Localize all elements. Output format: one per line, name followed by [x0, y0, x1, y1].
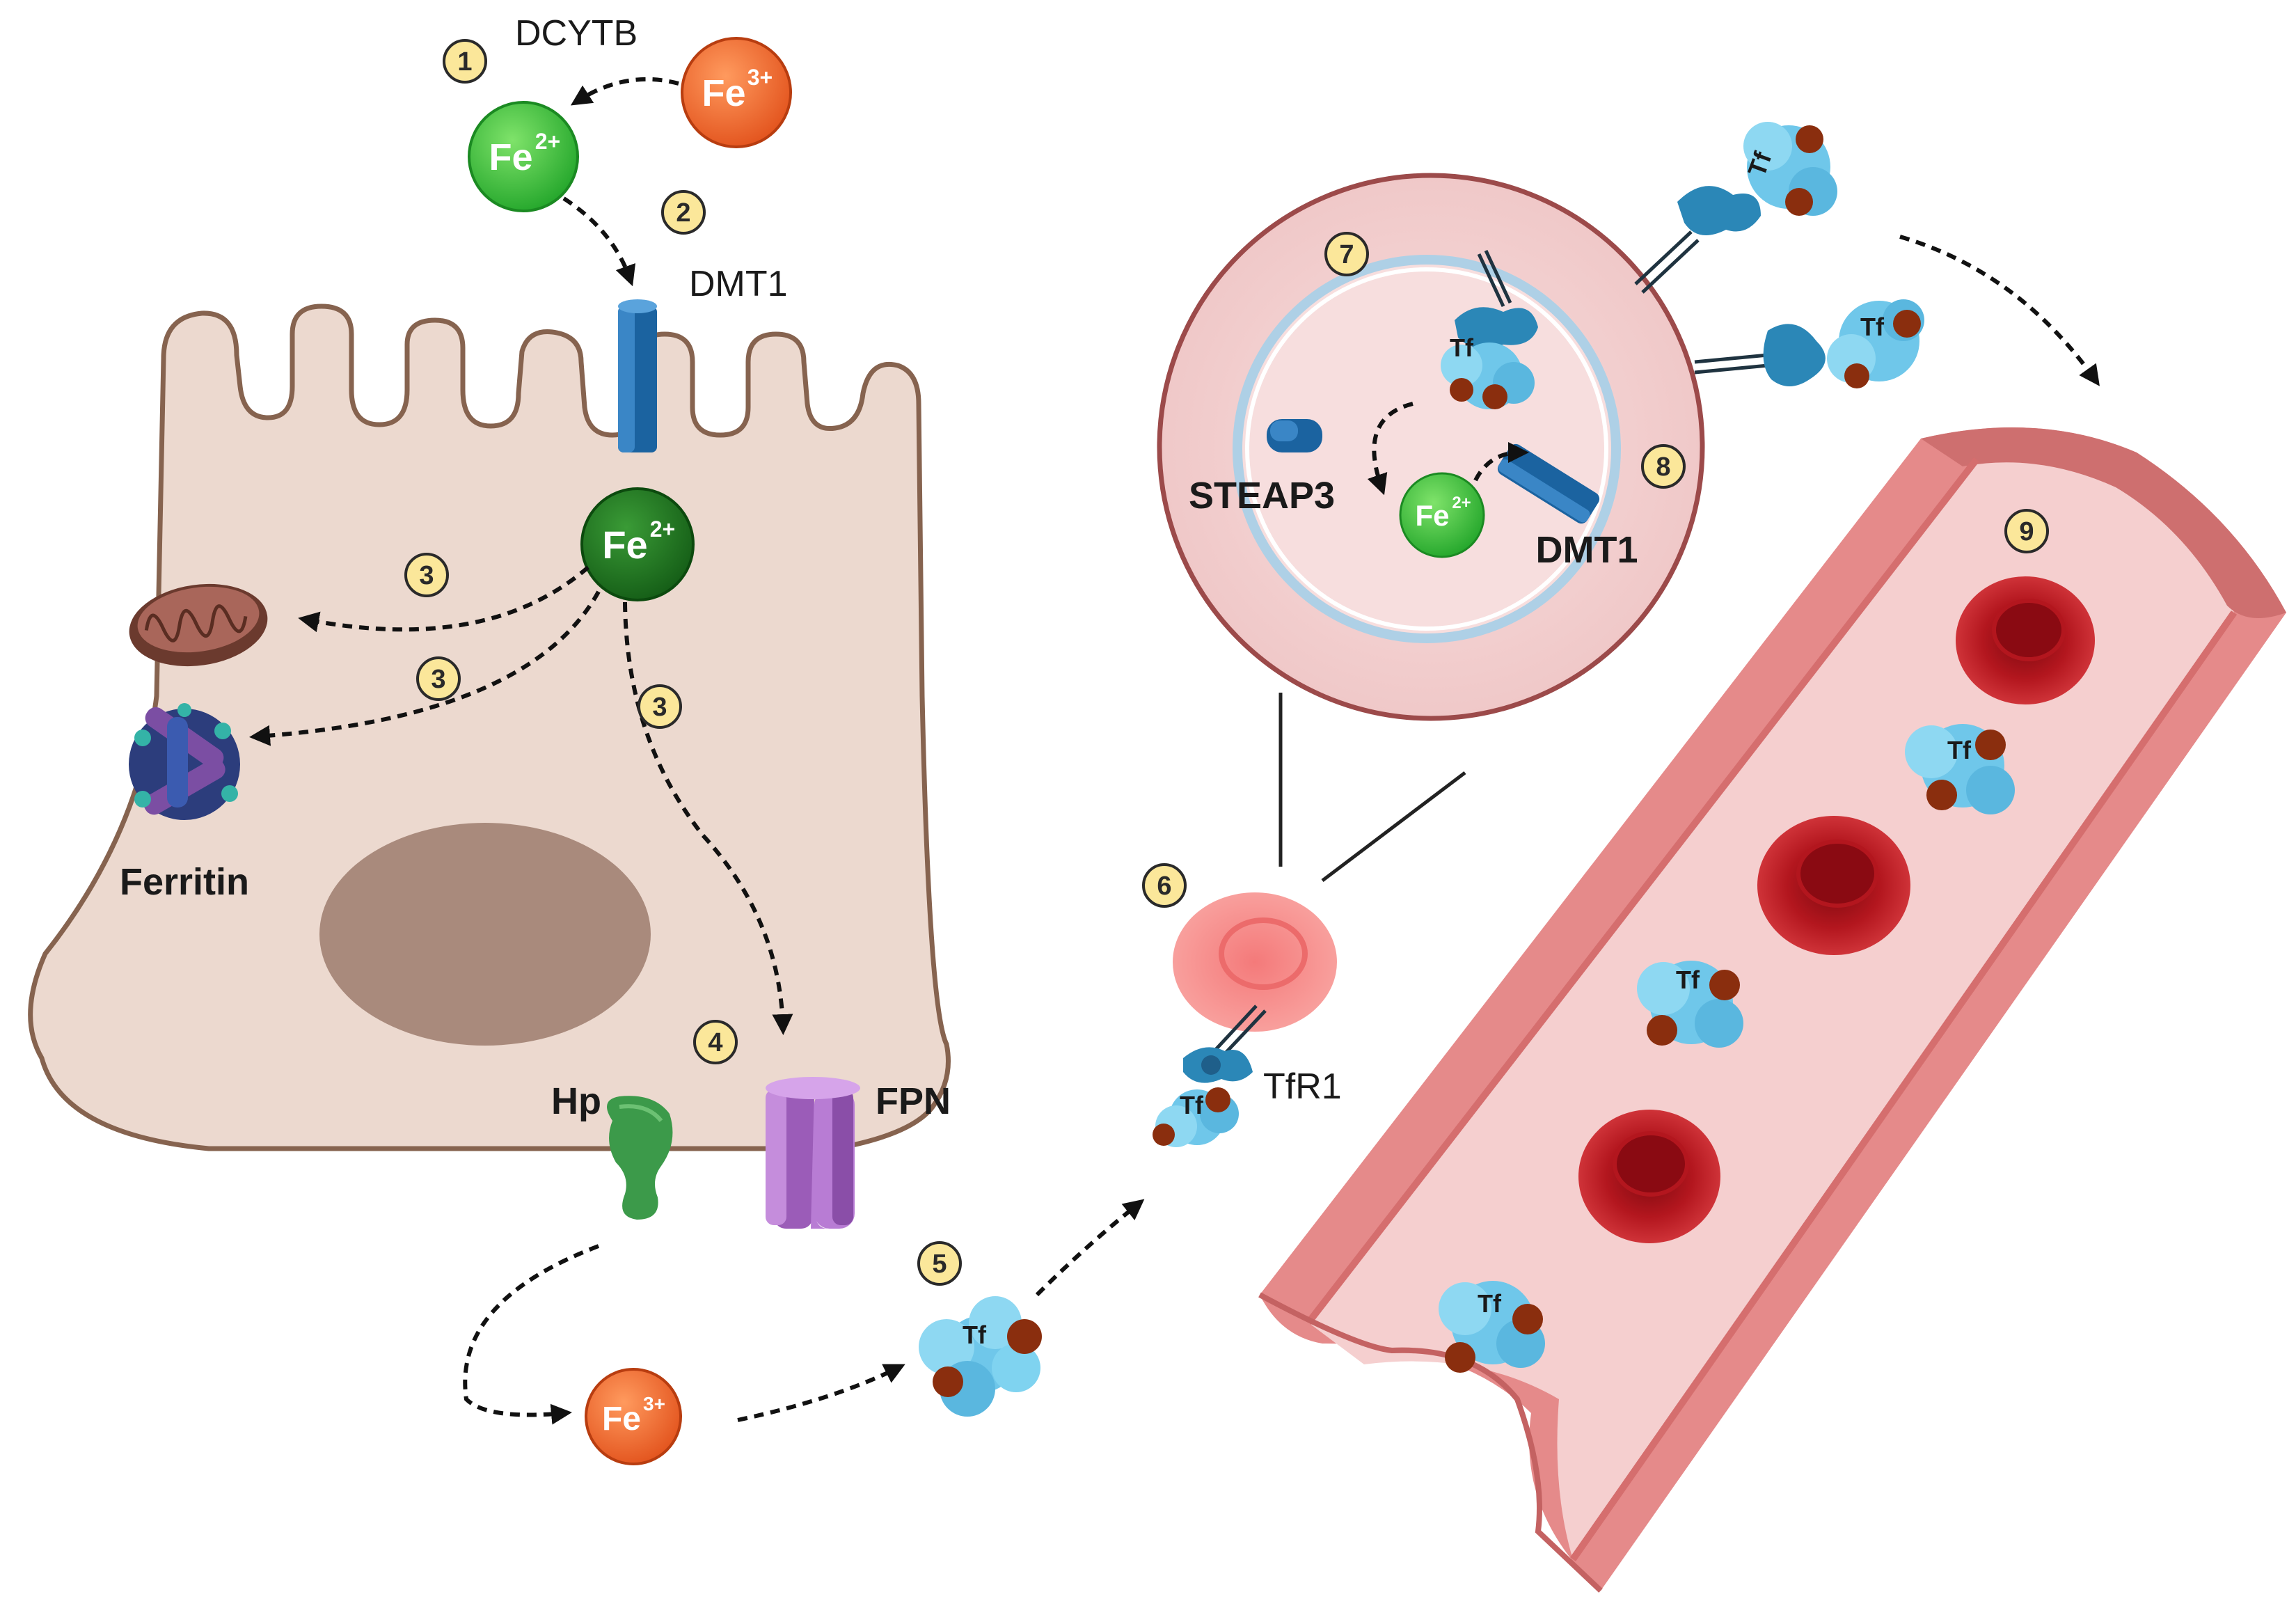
dmt1-channel-endosome: [1497, 443, 1600, 524]
tf-label-vessel-1: Tf: [1947, 736, 1972, 764]
svg-text:2: 2: [676, 198, 690, 228]
arrow-fe2-to-dmt1: [1473, 442, 1529, 482]
svg-text:3: 3: [431, 665, 445, 694]
transferrin-complex-vessel-2: Tf: [1637, 961, 1743, 1048]
arrow-fe3-to-fe2: [570, 77, 679, 106]
svg-text:1: 1: [457, 47, 472, 77]
fe3-symbol-plasma: Fe: [602, 1401, 641, 1437]
fe3-charge-plasma: 3+: [643, 1393, 665, 1415]
arrow-to-ferritin: [249, 590, 601, 746]
step-badge-5: 5: [917, 1241, 962, 1286]
arrow-to-mitochondrion: [298, 565, 589, 633]
arrow-to-fpn: [623, 601, 793, 1035]
fe3-charge-top: 3+: [747, 65, 773, 90]
endosome: [1233, 255, 1621, 643]
tf-tfr-complex-surface-2: Tf: [1694, 299, 1924, 388]
zoom-line-right: [1321, 771, 1466, 882]
tf-label-vessel-2: Tf: [1676, 966, 1700, 994]
tf-label-vessel-3: Tf: [1478, 1289, 1502, 1318]
step-badge-3b: 3: [416, 656, 461, 701]
mitochondrion-icon: [129, 583, 268, 667]
svg-text:5: 5: [932, 1250, 947, 1279]
ferroportin-icon: [766, 1077, 860, 1229]
fe2-symbol-top: Fe: [489, 136, 532, 178]
arrow-fe2-to-dmt1: [562, 196, 636, 287]
transferrin-complex-vessel-3: Tf: [1439, 1281, 1545, 1373]
ferritin-icon: [129, 703, 240, 820]
tfr1-label: TfR1: [1263, 1066, 1342, 1107]
step-badge-9: 9: [2004, 509, 2049, 553]
tf-label-surface-2: Tf: [1860, 313, 1885, 341]
dmt1-channel-apical: [618, 299, 657, 452]
hephaestin-icon: [607, 1096, 673, 1220]
svg-text:4: 4: [708, 1028, 722, 1057]
fe2-charge-cell: 2+: [650, 517, 675, 542]
arrow-fpn-to-fe3: [463, 1244, 600, 1425]
arrow-tf-to-rbc: [1035, 1199, 1145, 1297]
hp-label: Hp: [551, 1080, 601, 1122]
steap3-label: STEAP3: [1189, 475, 1335, 517]
enterocyte-cell: [28, 304, 951, 1151]
red-blood-cell-3: [1578, 1110, 1720, 1243]
svg-text:3: 3: [419, 561, 434, 590]
tf-tfr-complex-endosome: Tf: [1441, 249, 1538, 409]
ferric-ion-lumen: Fe 3+: [681, 37, 792, 148]
ferrous-ion-endosome: Fe 2+: [1399, 472, 1485, 558]
step-badge-6: 6: [1142, 863, 1187, 908]
ferritin-label: Ferritin: [120, 861, 249, 903]
arrow-tf-to-fe2: [1367, 402, 1414, 496]
transferrin-complex-vessel-1: Tf: [1905, 724, 2015, 814]
tf-tfr-complex-surface-1: Tf: [1634, 122, 1837, 294]
transferrin-complex-plasma: Tf: [919, 1296, 1042, 1417]
arrow-to-vessel: [1899, 235, 2100, 386]
ferrous-ion-lumen: Fe 2+: [468, 101, 579, 212]
step-badge-2: 2: [661, 190, 706, 235]
fe2-charge-top: 2+: [535, 129, 560, 154]
tf-label-bound: Tf: [1180, 1091, 1204, 1119]
transferrin-complex-bound: Tf: [1153, 1087, 1239, 1147]
zoom-bubble: [1157, 173, 1705, 721]
steap3-protein: [1267, 419, 1322, 452]
svg-text:8: 8: [1656, 452, 1670, 482]
dmt1-endosome-label: DMT1: [1536, 529, 1638, 571]
step-badge-7: 7: [1324, 232, 1369, 276]
tf-label-plasma: Tf: [963, 1321, 987, 1349]
fe2-symbol-endo: Fe: [1415, 499, 1449, 532]
enterocyte-membrane: [28, 304, 951, 1151]
red-blood-cell-1: [1956, 576, 2095, 704]
tf-label-endosome: Tf: [1450, 333, 1474, 362]
svg-text:7: 7: [1339, 240, 1354, 269]
step-badge-1: 1: [443, 39, 487, 84]
nucleus: [319, 823, 651, 1046]
tfr1-receptor: [1183, 1005, 1267, 1083]
red-blood-cell-2: [1757, 816, 1910, 955]
arrow-fe3-to-tf: [737, 1364, 905, 1422]
erythroid-cell-small: [1173, 892, 1337, 1032]
fe2-charge-endo: 2+: [1452, 494, 1471, 512]
fe2-symbol-cell: Fe: [602, 523, 647, 567]
dcytb-label: DCYTB: [515, 13, 638, 54]
step-badge-3a: 3: [404, 553, 449, 597]
svg-text:6: 6: [1157, 872, 1171, 901]
fpn-label: FPN: [876, 1080, 951, 1122]
ferric-ion-plasma: Fe 3+: [585, 1368, 682, 1465]
fe3-symbol-top: Fe: [702, 72, 745, 114]
step-badge-4: 4: [693, 1020, 738, 1064]
svg-text:3: 3: [652, 693, 667, 722]
step-badge-8: 8: [1641, 444, 1686, 489]
step-badge-3c: 3: [638, 684, 682, 729]
dmt1-apical-label: DMT1: [689, 264, 788, 304]
ferrous-ion-cytosol: Fe 2+: [580, 487, 695, 601]
svg-text:9: 9: [2019, 517, 2034, 546]
